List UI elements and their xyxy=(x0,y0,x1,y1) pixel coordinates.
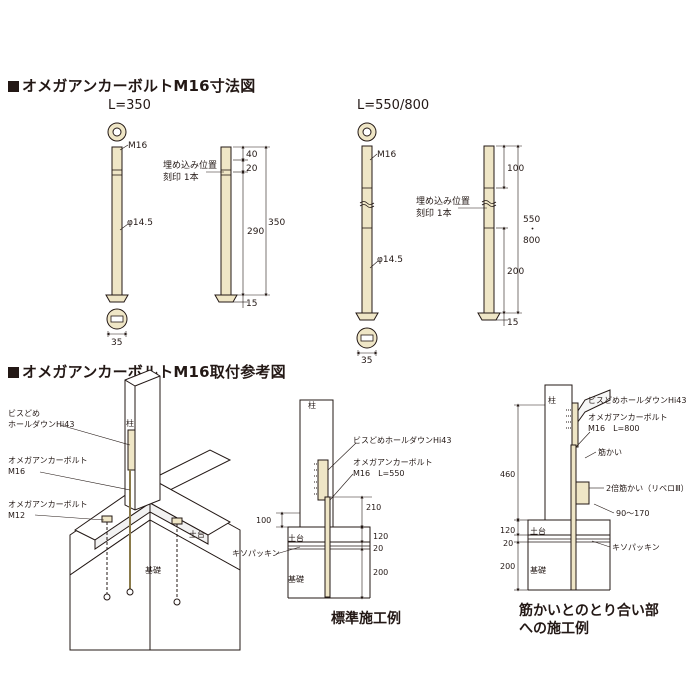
bolt350-length-label: L=350 xyxy=(108,98,151,113)
iso-post-label: 柱 xyxy=(126,418,134,428)
section-title-dimensions-text: オメガアンカーボルトM16寸法図 xyxy=(22,77,256,95)
square-bullet-icon xyxy=(8,367,19,378)
brace-post-label: 柱 xyxy=(548,395,556,405)
standard-structure xyxy=(287,399,371,599)
iso-m12-label-2: M12 xyxy=(8,511,25,520)
square-bullet-icon xyxy=(8,81,19,92)
section-title-dimensions: オメガアンカーボルトM16寸法図 xyxy=(8,75,255,96)
brace-packing-label: キソパッキン xyxy=(612,543,660,552)
bolt550-side-view xyxy=(477,145,501,321)
standard-packing-label: キソパッキン xyxy=(232,549,280,558)
brace-double-brace-label: 2倍筋かい（リベロⅢ） xyxy=(606,483,689,493)
brace-dim-460: 460 xyxy=(500,470,515,479)
bolt350-dim-second: 20 xyxy=(246,164,258,174)
bolt550-mark-note-1: 埋め込み位置 xyxy=(416,195,470,207)
standard-post-label: 柱 xyxy=(308,400,316,410)
iso-m12-label-1: オメガアンカーボルト xyxy=(8,499,88,509)
brace-holdown-label: ビスどめホールダウンHi43 xyxy=(588,395,686,405)
iso-m16-label-1: オメガアンカーボルト xyxy=(8,455,88,465)
bolt350-mark-note-1: 埋め込み位置 xyxy=(163,159,217,171)
bolt550-diameter-label: φ14.5 xyxy=(377,255,403,265)
iso-structure xyxy=(69,369,241,651)
brace-brace-label: 筋かい xyxy=(598,447,622,457)
bolt550-dimension-lines xyxy=(496,144,522,326)
bolt350-front xyxy=(105,146,129,303)
iso-foundation-label: 基礎 xyxy=(145,565,161,575)
bolt550-dim-top: 100 xyxy=(507,164,524,174)
brace-dim-120: 120 xyxy=(500,526,515,535)
brace-dimension-lines xyxy=(514,403,545,592)
bolt350-bottom-view xyxy=(106,308,128,337)
bolt350-top-view xyxy=(107,122,127,142)
standard-sill-label: 土台 xyxy=(288,533,304,543)
iso-sill-label: 土台 xyxy=(189,529,205,539)
bolt550-dim-total-b: 800 xyxy=(523,236,540,246)
brace-caption-2: への施工例 xyxy=(519,620,589,637)
standard-caption: 標準施工例 xyxy=(331,610,401,627)
brace-bolt-label-2: M16 L=800 xyxy=(588,424,640,433)
standard-dimension-lines xyxy=(276,495,372,600)
bolt350-diameter-label: φ14.5 xyxy=(127,218,153,228)
standard-dim-200: 200 xyxy=(373,568,388,577)
brace-structure xyxy=(527,384,611,591)
bolt550-top-view xyxy=(357,122,377,142)
brace-foundation-label: 基礎 xyxy=(530,565,546,575)
bolt550-bottom-view xyxy=(356,327,378,356)
bolt350-dim-body: 290 xyxy=(247,227,264,237)
bolt550-length-label: L=550/800 xyxy=(357,98,430,113)
standard-dim-120: 120 xyxy=(373,532,388,541)
bolt550-dim-lower: 200 xyxy=(507,267,524,277)
brace-range-label: 90〜170 xyxy=(616,509,649,518)
iso-holdown-label-1: ビスどめ xyxy=(8,409,40,418)
bolt350-dim-total: 350 xyxy=(268,218,285,228)
bolt350-side-view xyxy=(214,146,238,303)
bolt350-dim-bottom: 15 xyxy=(246,299,257,309)
bolt350-dimension-lines xyxy=(233,145,270,308)
standard-holdown-label: ビスどめホールダウンHi43 xyxy=(353,435,451,445)
brace-caption-1: 筋かいとのとり合い部 xyxy=(519,602,659,619)
brace-bolt-label-1: オメガアンカーボルト xyxy=(588,412,668,422)
standard-bolt-label-2: M16 L=550 xyxy=(353,469,405,478)
brace-dim-20: 20 xyxy=(503,539,513,548)
standard-dim-100: 100 xyxy=(256,516,271,525)
bolt550-thread-label: M16 xyxy=(377,150,396,160)
standard-bolt-label-1: オメガアンカーボルト xyxy=(353,457,433,467)
standard-foundation-label: 基礎 xyxy=(288,574,304,584)
bolt550-dim-bottom: 15 xyxy=(507,318,518,328)
standard-dim-20: 20 xyxy=(373,544,383,553)
bolt550-width-label: 35 xyxy=(361,356,372,366)
bolt550-dim-total-a: 550 xyxy=(523,215,540,225)
bolt350-thread-label: M16 xyxy=(128,141,147,151)
iso-holdown-label-2: ホールダウンHi43 xyxy=(8,419,74,429)
iso-m16-label-2: M16 xyxy=(8,467,25,476)
bolt350-dim-top: 40 xyxy=(246,150,258,160)
bolt550-dim-total-sep: ・ xyxy=(528,225,537,235)
brace-dim-200: 200 xyxy=(500,562,515,571)
bolt550-front xyxy=(355,145,379,321)
bolt350-width-label: 35 xyxy=(111,338,122,348)
bolt550-mark-note-2: 刻印 1本 xyxy=(416,207,452,219)
brace-sill-label: 土台 xyxy=(530,526,546,536)
standard-dim-210: 210 xyxy=(366,503,381,512)
bolt350-mark-note-2: 刻印 1本 xyxy=(163,171,199,183)
